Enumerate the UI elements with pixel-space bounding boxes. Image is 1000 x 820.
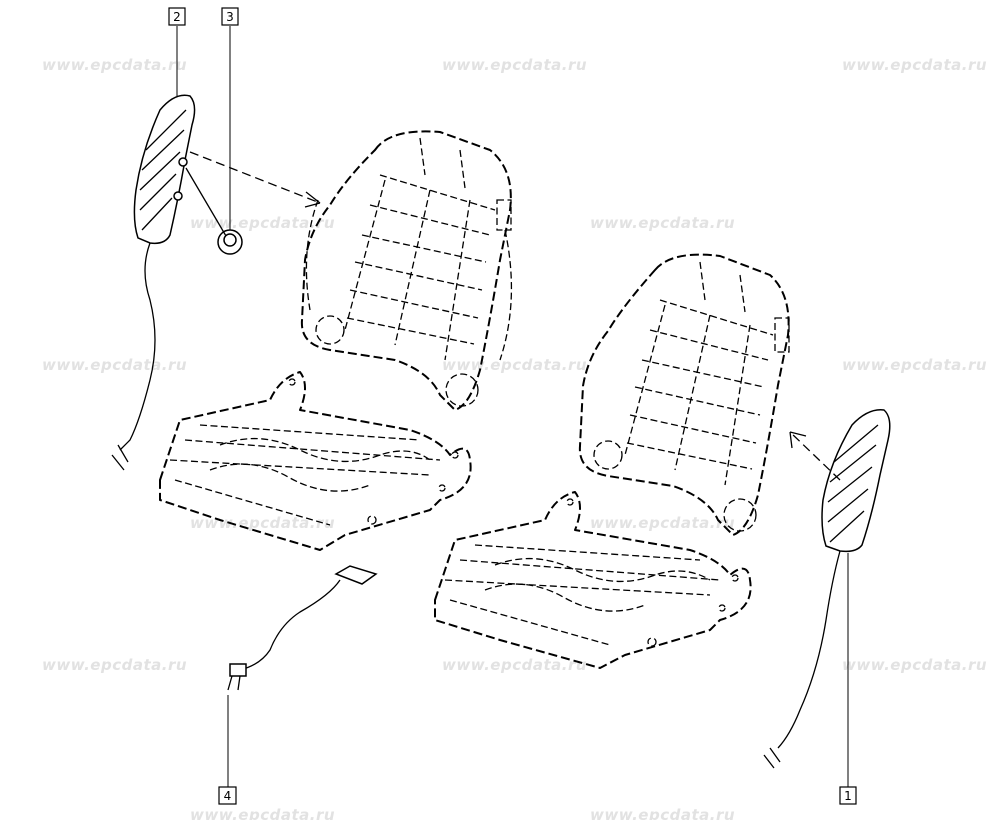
callout-label: 3 bbox=[226, 10, 234, 24]
callout-label: 1 bbox=[844, 789, 852, 803]
assembly-arrow bbox=[189, 151, 321, 204]
watermark: www.epcdata.ru bbox=[42, 656, 187, 674]
callout-4[interactable]: 4 bbox=[218, 695, 237, 805]
watermark: www.epcdata.ru bbox=[442, 56, 587, 74]
callout-3[interactable]: 3 bbox=[221, 7, 239, 230]
callout-label: 4 bbox=[224, 789, 232, 803]
watermark: www.epcdata.ru bbox=[190, 214, 335, 232]
callout-label: 2 bbox=[173, 10, 181, 24]
watermark: www.epcdata.ru bbox=[190, 806, 335, 820]
watermark: www.epcdata.ru bbox=[442, 356, 587, 374]
watermark-layer: www.epcdata.ru www.epcdata.ru www.epcdat… bbox=[42, 56, 987, 820]
watermark: www.epcdata.ru bbox=[842, 56, 987, 74]
seat-wiring-harness bbox=[227, 565, 378, 691]
callout-1[interactable]: 1 bbox=[839, 553, 857, 805]
left-seat-cushion-frame bbox=[159, 371, 472, 551]
mounting-nut bbox=[185, 167, 243, 255]
arrow-head bbox=[789, 431, 807, 449]
callout-2[interactable]: 2 bbox=[168, 7, 186, 96]
assembly-arrow bbox=[789, 431, 841, 481]
watermark: www.epcdata.ru bbox=[42, 356, 187, 374]
watermark: www.epcdata.ru bbox=[842, 656, 987, 674]
left-side-airbag-module bbox=[111, 94, 196, 471]
right-seat-cushion-frame bbox=[434, 491, 752, 669]
left-seat-back-frame bbox=[300, 130, 513, 411]
right-seat-back-frame bbox=[578, 253, 790, 536]
arrow-head bbox=[304, 191, 321, 208]
callout-box bbox=[221, 7, 239, 26]
callout-box bbox=[168, 7, 186, 26]
right-side-airbag-module bbox=[763, 409, 891, 769]
watermark: www.epcdata.ru bbox=[190, 514, 335, 532]
watermark: www.epcdata.ru bbox=[42, 56, 187, 74]
watermark: www.epcdata.ru bbox=[442, 656, 587, 674]
watermark: www.epcdata.ru bbox=[842, 356, 987, 374]
callout-box bbox=[218, 786, 237, 805]
callout-box bbox=[839, 786, 857, 805]
watermark: www.epcdata.ru bbox=[590, 214, 735, 232]
watermark: www.epcdata.ru bbox=[590, 806, 735, 820]
watermark: www.epcdata.ru bbox=[590, 514, 735, 532]
